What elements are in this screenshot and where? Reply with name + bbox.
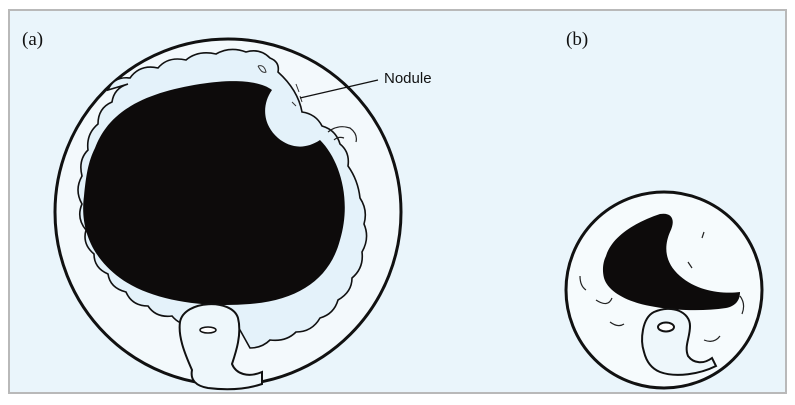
panel-a-tube-opening [200,327,216,333]
panel-a-illustration [55,39,401,389]
panel-a-label: (a) [22,30,43,49]
nodule-label: Nodule [384,71,432,86]
panel-b-label: (b) [566,30,588,49]
panel-b-tube-opening [658,323,674,332]
panel-b-illustration [566,192,762,388]
